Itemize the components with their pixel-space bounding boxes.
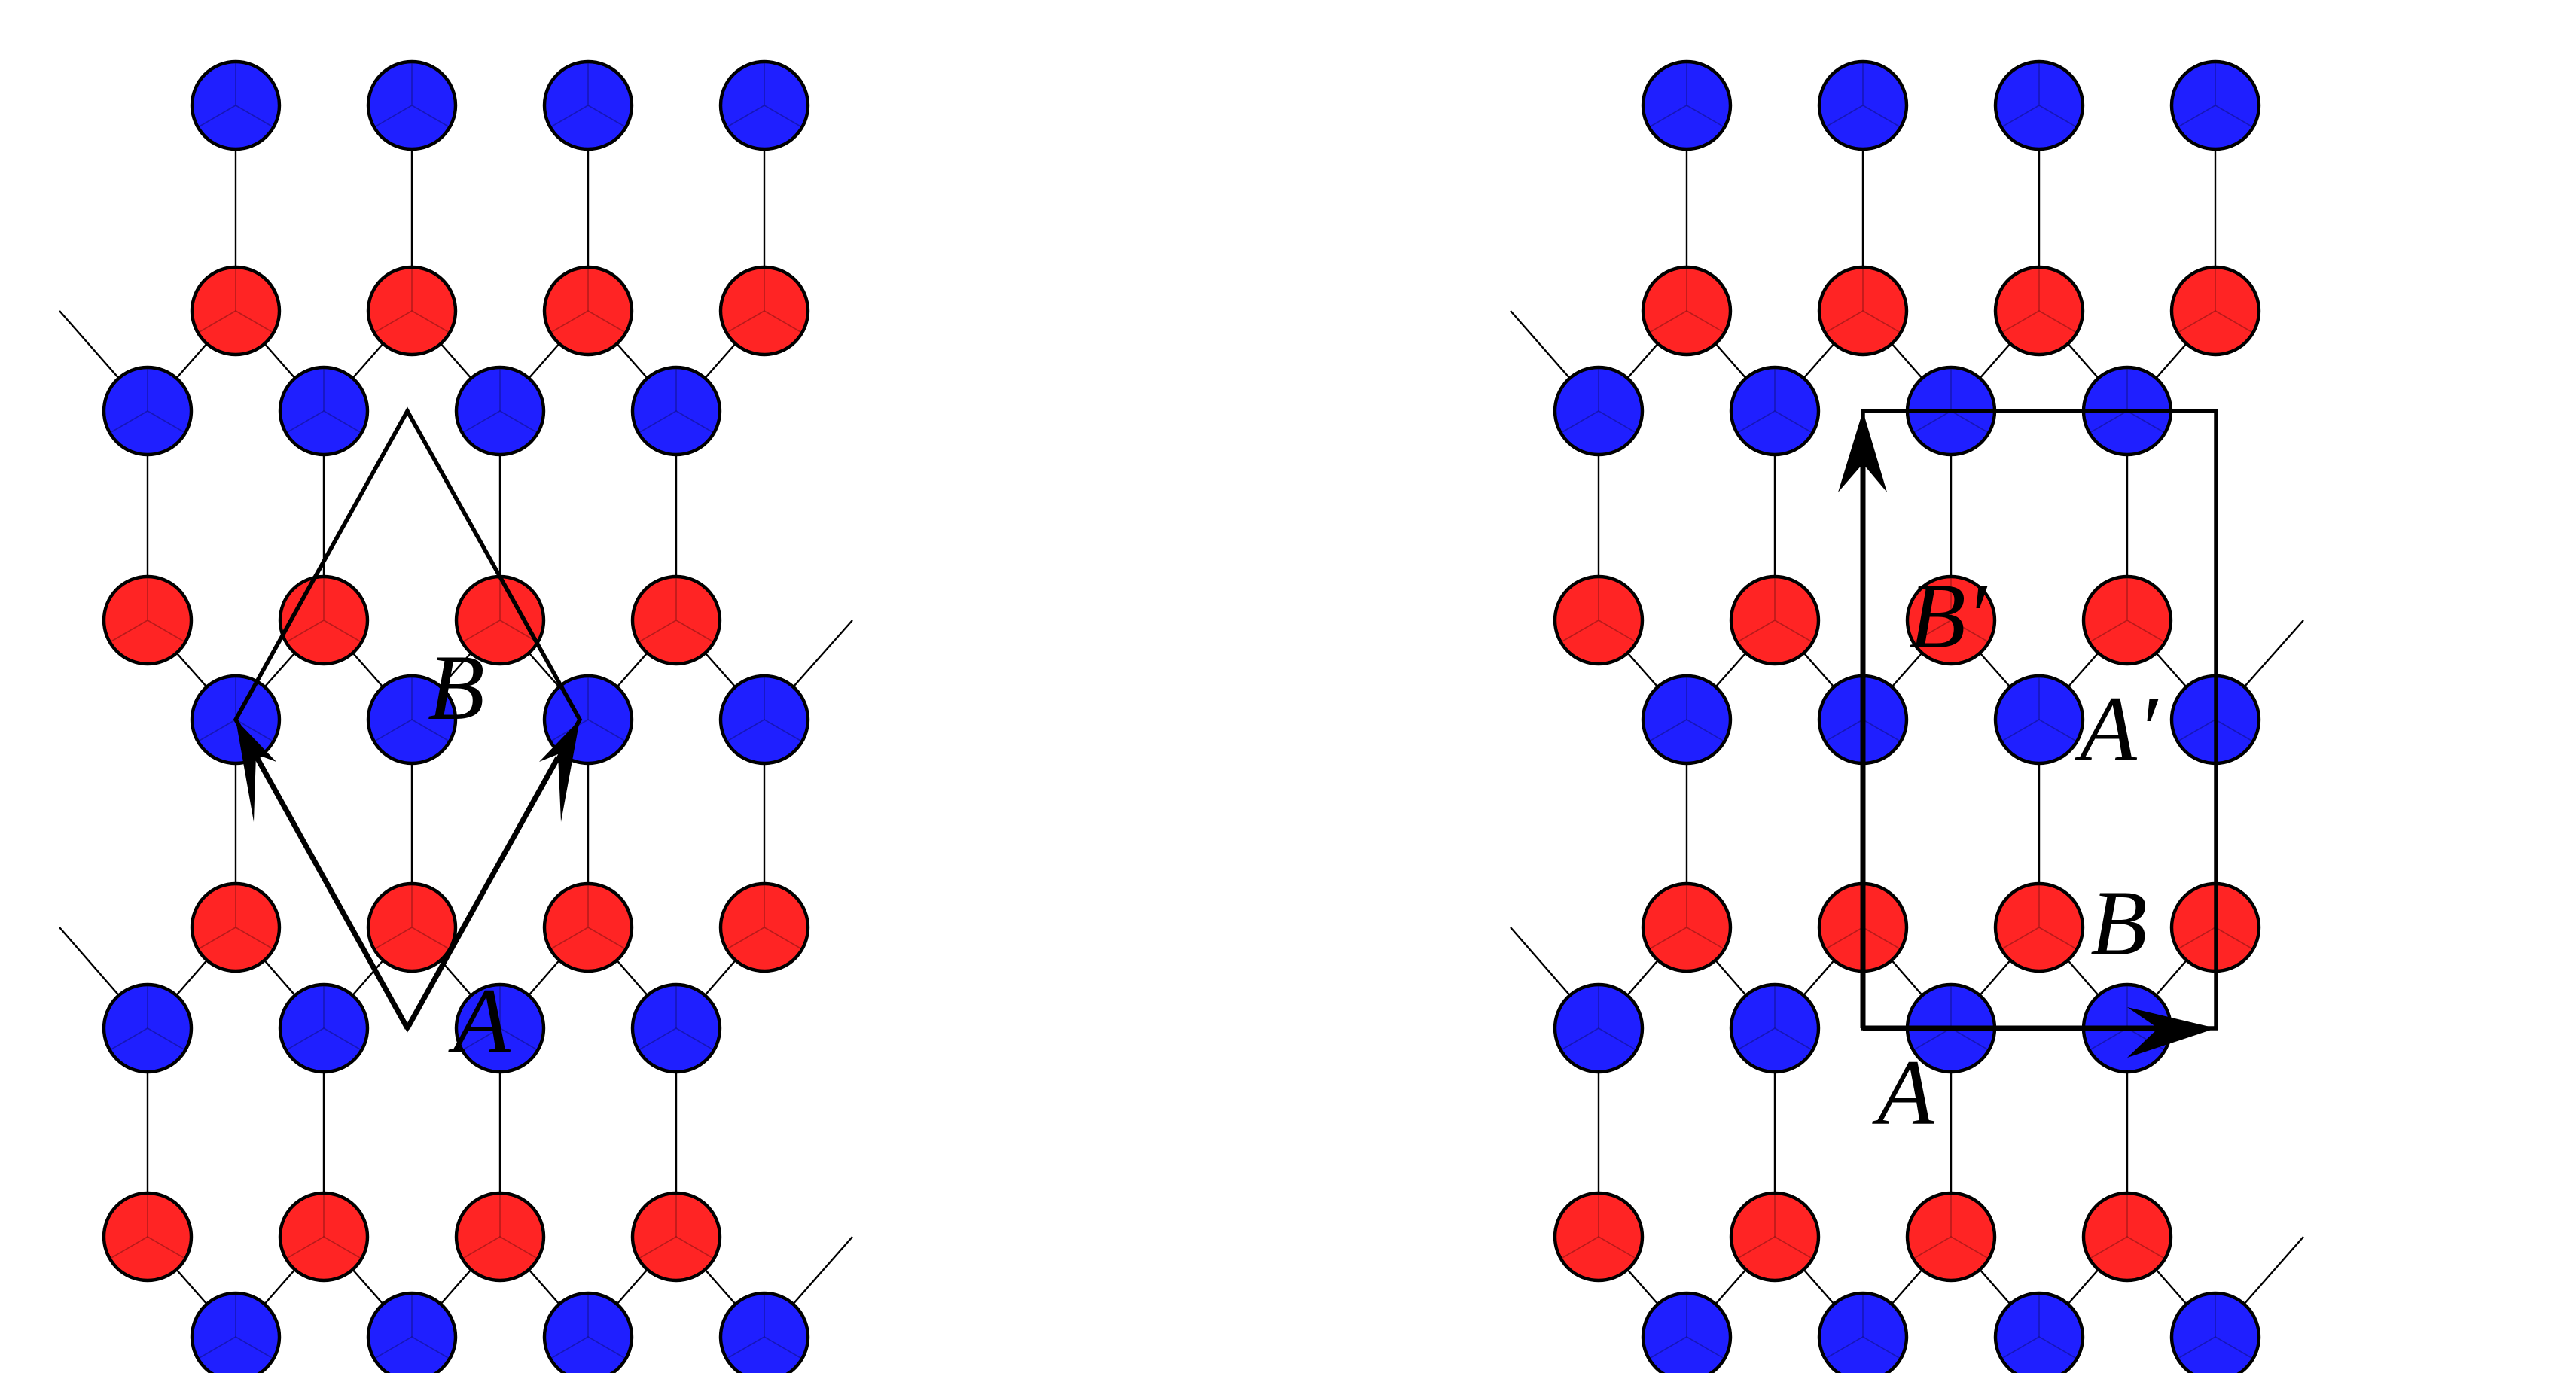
- right-atom-blue: [1553, 365, 1645, 457]
- left-atom-blue: [542, 1291, 634, 1373]
- left-atom-blue: [718, 1291, 810, 1373]
- right-atom-blue: [1817, 1291, 1909, 1373]
- right-atom-blue: [2169, 59, 2261, 151]
- left-atom-blue: [718, 59, 810, 151]
- left-atom-red: [366, 881, 458, 973]
- left-atom-red: [102, 574, 194, 666]
- left-atom-blue: [454, 365, 546, 457]
- left-atom-red: [542, 265, 634, 357]
- left-atom-blue: [102, 982, 194, 1074]
- left-atom-red: [542, 881, 634, 973]
- left-atom-blue: [366, 674, 458, 766]
- left-atom-blue: [542, 59, 634, 151]
- left-atom-blue: [190, 59, 282, 151]
- left-atom-red: [454, 1191, 546, 1283]
- left-atoms: [102, 59, 810, 1373]
- right-atom-red: [1993, 881, 2085, 973]
- left-atom-red: [630, 574, 722, 666]
- label-site-b: B: [428, 636, 485, 739]
- right-atom-blue: [1993, 59, 2085, 151]
- rectangular-vector-vertical: [1838, 411, 1887, 1028]
- right-atom-blue: [1641, 1291, 1733, 1373]
- primitive-vector-a2: [404, 720, 580, 1030]
- right-panel-rectangular-cell: A B A′ B′: [1510, 59, 2304, 1373]
- right-atom-blue: [2169, 1291, 2261, 1373]
- right-atom-red: [1993, 265, 2085, 357]
- left-atom-blue: [630, 982, 722, 1074]
- right-atom-blue: [1993, 674, 2085, 766]
- label-site-a: A: [448, 970, 511, 1073]
- right-atom-red: [1905, 574, 1997, 666]
- left-atom-blue: [102, 365, 194, 457]
- right-atom-blue: [1641, 674, 1733, 766]
- right-atom-red: [1641, 881, 1733, 973]
- right-atom-blue: [1993, 1291, 2085, 1373]
- right-atom-red: [2081, 1191, 2173, 1283]
- left-atom-red: [102, 1191, 194, 1283]
- left-atom-blue: [718, 674, 810, 766]
- left-atom-red: [190, 265, 282, 357]
- right-atom-red: [1729, 1191, 1821, 1283]
- left-atom-red: [278, 1191, 370, 1283]
- left-atom-blue: [278, 365, 370, 457]
- left-atom-red: [718, 881, 810, 973]
- right-atom-blue: [1729, 365, 1821, 457]
- right-atom-red: [1641, 265, 1733, 357]
- left-atom-blue: [454, 982, 546, 1074]
- label-site-b: B: [2090, 872, 2148, 975]
- right-atom-blue: [1641, 59, 1733, 151]
- right-atom-red: [1817, 265, 1909, 357]
- right-atom-blue: [1553, 982, 1645, 1074]
- label-site-b-prime: B′: [1909, 565, 1988, 668]
- right-atom-red: [1905, 1191, 1997, 1283]
- left-atom-blue: [366, 1291, 458, 1373]
- right-atoms: [1553, 59, 2261, 1373]
- right-atom-red: [1729, 574, 1821, 666]
- primitive-vector-a1: [236, 720, 410, 1030]
- left-atom-blue: [630, 365, 722, 457]
- label-site-a: A: [1872, 1041, 1935, 1144]
- right-atom-red: [2169, 265, 2261, 357]
- left-atom-red: [366, 265, 458, 357]
- label-site-a-prime: A′: [2075, 677, 2159, 781]
- right-atom-blue: [1817, 59, 1909, 151]
- left-atom-blue: [190, 1291, 282, 1373]
- left-atom-red: [630, 1191, 722, 1283]
- left-atom-red: [718, 265, 810, 357]
- left-panel-primitive-cell: A B: [59, 59, 853, 1373]
- right-atom-red: [2081, 574, 2173, 666]
- left-atom-blue: [278, 982, 370, 1074]
- right-atom-red: [1553, 574, 1645, 666]
- right-atom-blue: [1729, 982, 1821, 1074]
- right-atom-red: [1553, 1191, 1645, 1283]
- left-atom-red: [190, 881, 282, 973]
- rectangular-vector-horizontal: [1863, 1007, 2216, 1058]
- left-atom-blue: [366, 59, 458, 151]
